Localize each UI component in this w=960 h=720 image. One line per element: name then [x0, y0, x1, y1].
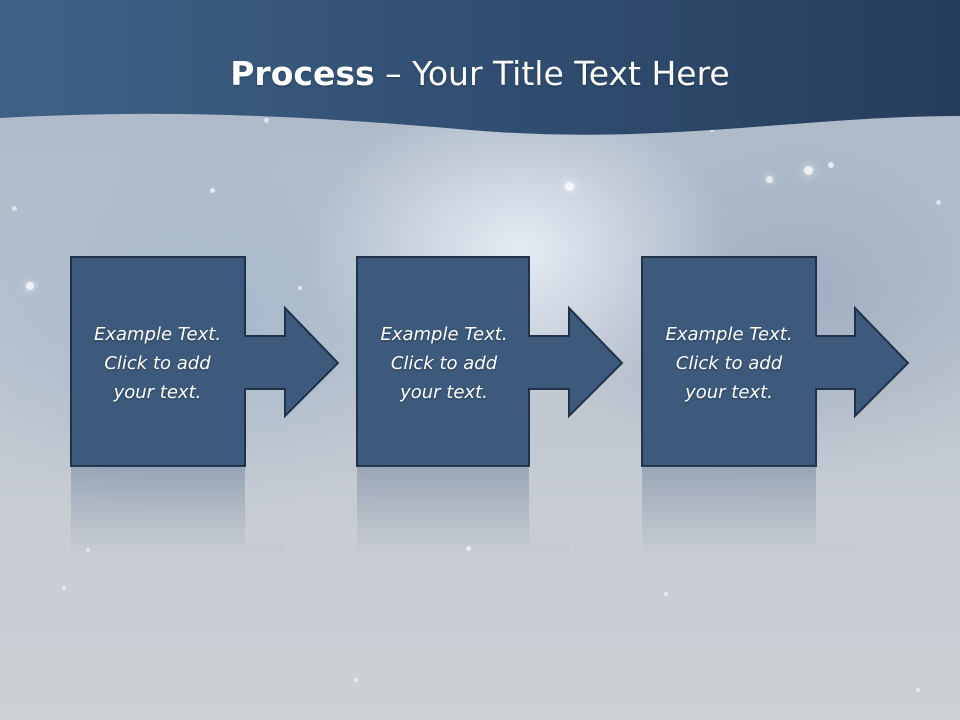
step-text: Example Text. Click to add your text.: [356, 256, 532, 468]
step-line-1: Example Text.: [380, 323, 508, 345]
step-reflection: [642, 466, 855, 556]
sparkle: [62, 586, 66, 590]
sparkle: [710, 128, 714, 132]
sparkle: [354, 678, 358, 682]
process-step-2[interactable]: Example Text. Click to add your text.: [356, 256, 646, 468]
sparkle: [565, 182, 574, 191]
slide-title[interactable]: Process – Your Title Text Here: [0, 52, 960, 96]
sparkle: [766, 176, 773, 183]
title-strong: Process: [230, 54, 375, 93]
sparkle: [298, 286, 302, 290]
sparkle: [26, 282, 34, 290]
step-reflection: [71, 466, 285, 556]
step-line-1: Example Text.: [93, 323, 222, 345]
step-line-2: Click to add: [104, 352, 211, 374]
process-step-3[interactable]: Example Text. Click to add your text.: [641, 256, 931, 468]
process-step-1[interactable]: Example Text. Click to add your text.: [70, 256, 360, 468]
step-line-2: Click to add: [675, 352, 783, 374]
sparkle: [210, 188, 215, 193]
step-line-3: your text.: [113, 381, 202, 403]
header-band: [0, 0, 960, 135]
step-line-1: Example Text.: [665, 323, 793, 345]
step-line-2: Click to add: [390, 352, 498, 374]
step-line-3: your text.: [400, 381, 488, 403]
sparkle: [828, 162, 834, 168]
sparkle: [264, 118, 269, 123]
step-text: Example Text. Click to add your text.: [641, 256, 817, 468]
step-line-3: your text.: [685, 381, 773, 403]
step-reflection: [357, 466, 569, 556]
sparkle: [936, 200, 941, 205]
title-rest: – Your Title Text Here: [374, 54, 730, 93]
sparkle: [12, 206, 17, 211]
sparkle: [664, 592, 668, 596]
sparkle: [916, 688, 920, 692]
sparkle: [804, 166, 813, 175]
step-text: Example Text. Click to add your text.: [70, 256, 245, 468]
